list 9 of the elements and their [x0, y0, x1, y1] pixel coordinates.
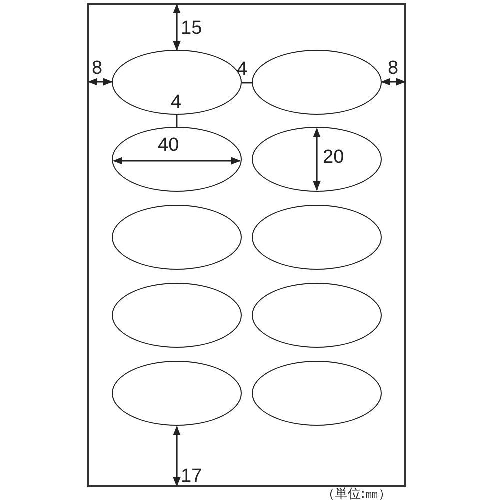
dimension-value: 20: [323, 148, 344, 167]
dimension-value: 8: [388, 59, 399, 78]
dimension-value: 4: [237, 60, 248, 79]
dimension-value: 4: [171, 93, 182, 112]
dimension-value: 8: [92, 59, 103, 78]
unit-note: （単位:㎜）: [322, 488, 392, 500]
dimension-value: 40: [158, 136, 180, 155]
dimension-value: 15: [181, 19, 202, 38]
dimension-value: 17: [181, 467, 202, 486]
